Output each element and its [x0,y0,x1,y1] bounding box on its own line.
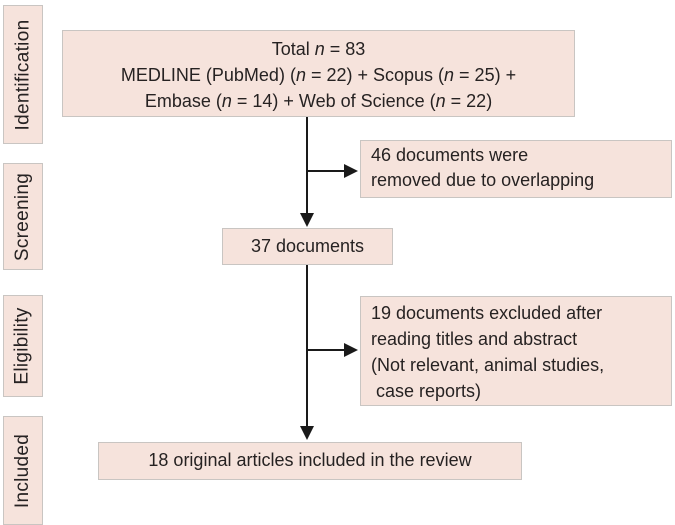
box-removed-line-2: removed due to overlapping [371,170,595,190]
stage-label-text: Included [12,433,34,508]
stage-label-screening: Screening [3,163,43,270]
box-included-text: 18 original articles included in the rev… [148,450,472,470]
box-excluded-line-1: 19 documents excluded after [371,303,603,323]
box-excluded-documents: 19 documents excluded after reading titl… [360,296,672,406]
box-removed-line-1: 46 documents were [371,145,529,165]
box-screened-documents: 37 documents [222,228,393,265]
arrow-screened-to-included-head [300,426,314,440]
box-excluded-line-4: case reports) [371,381,482,401]
arrow-branch-removed-head [344,164,358,178]
box-removed-overlapping: 46 documents were removed due to overlap… [360,140,672,198]
stage-label-eligibility: Eligibility [3,295,43,397]
stage-label-text: Identification [12,19,34,130]
box-total-line-2: MEDLINE (PubMed) (n = 22) + Scopus (n = … [120,65,517,85]
box-included-articles: 18 original articles included in the rev… [98,442,522,480]
stage-label-text: Screening [12,172,34,261]
box-excluded-line-3: (Not relevant, animal studies, [371,355,605,375]
stage-label-included: Included [3,416,43,525]
box-total-line-1: Total n = 83 [271,39,366,59]
box-total-records: Total n = 83 MEDLINE (PubMed) (n = 22) +… [62,30,575,117]
box-excluded-line-2: reading titles and abstract [371,329,578,349]
box-total-line-3: Embase (n = 14) + Web of Science (n = 22… [144,91,493,111]
box-screened-text: 37 documents [250,236,365,256]
arrow-branch-excluded-head [344,343,358,357]
arrow-total-to-screened-head [300,213,314,227]
stage-label-identification: Identification [3,5,43,144]
stage-label-text: Eligibility [12,307,33,385]
